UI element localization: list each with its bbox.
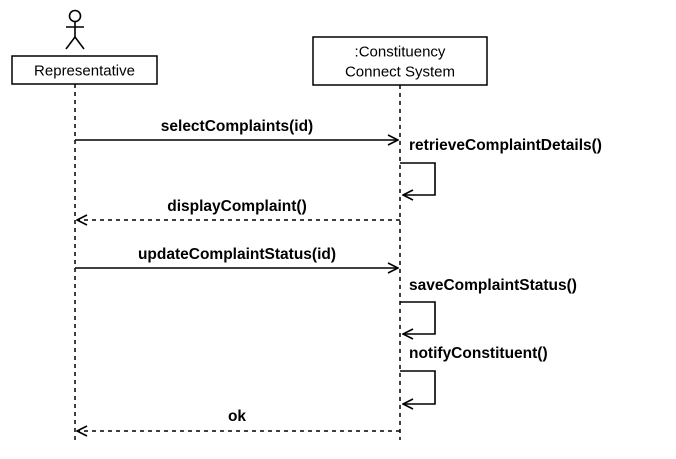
self-message-arrow-save-status[interactable]: [400, 301, 436, 334]
message-label-select-complaints: selectComplaints(id): [161, 118, 313, 135]
self-message-arrow-retrieve-details[interactable]: [400, 162, 436, 195]
actor-label: Representative: [34, 63, 135, 80]
system-label-line2: Connect System: [345, 64, 455, 81]
message-label-retrieve-details: retrieveComplaintDetails(): [409, 137, 602, 154]
message-label-notify-constituent: notifyConstituent(): [409, 345, 548, 362]
system-label-line1: :Constituency: [355, 44, 446, 61]
system-box[interactable]: [312, 36, 488, 86]
message-label-ok: ok: [228, 408, 246, 425]
actor-box[interactable]: [11, 55, 158, 85]
actor-icon: [65, 9, 85, 50]
message-label-update-status: updateComplaintStatus(id): [138, 246, 336, 263]
self-message-arrow-notify-constituent[interactable]: [400, 370, 436, 404]
message-label-save-status: saveComplaintStatus(): [409, 277, 577, 294]
message-label-display-complaint: displayComplaint(): [167, 198, 307, 215]
